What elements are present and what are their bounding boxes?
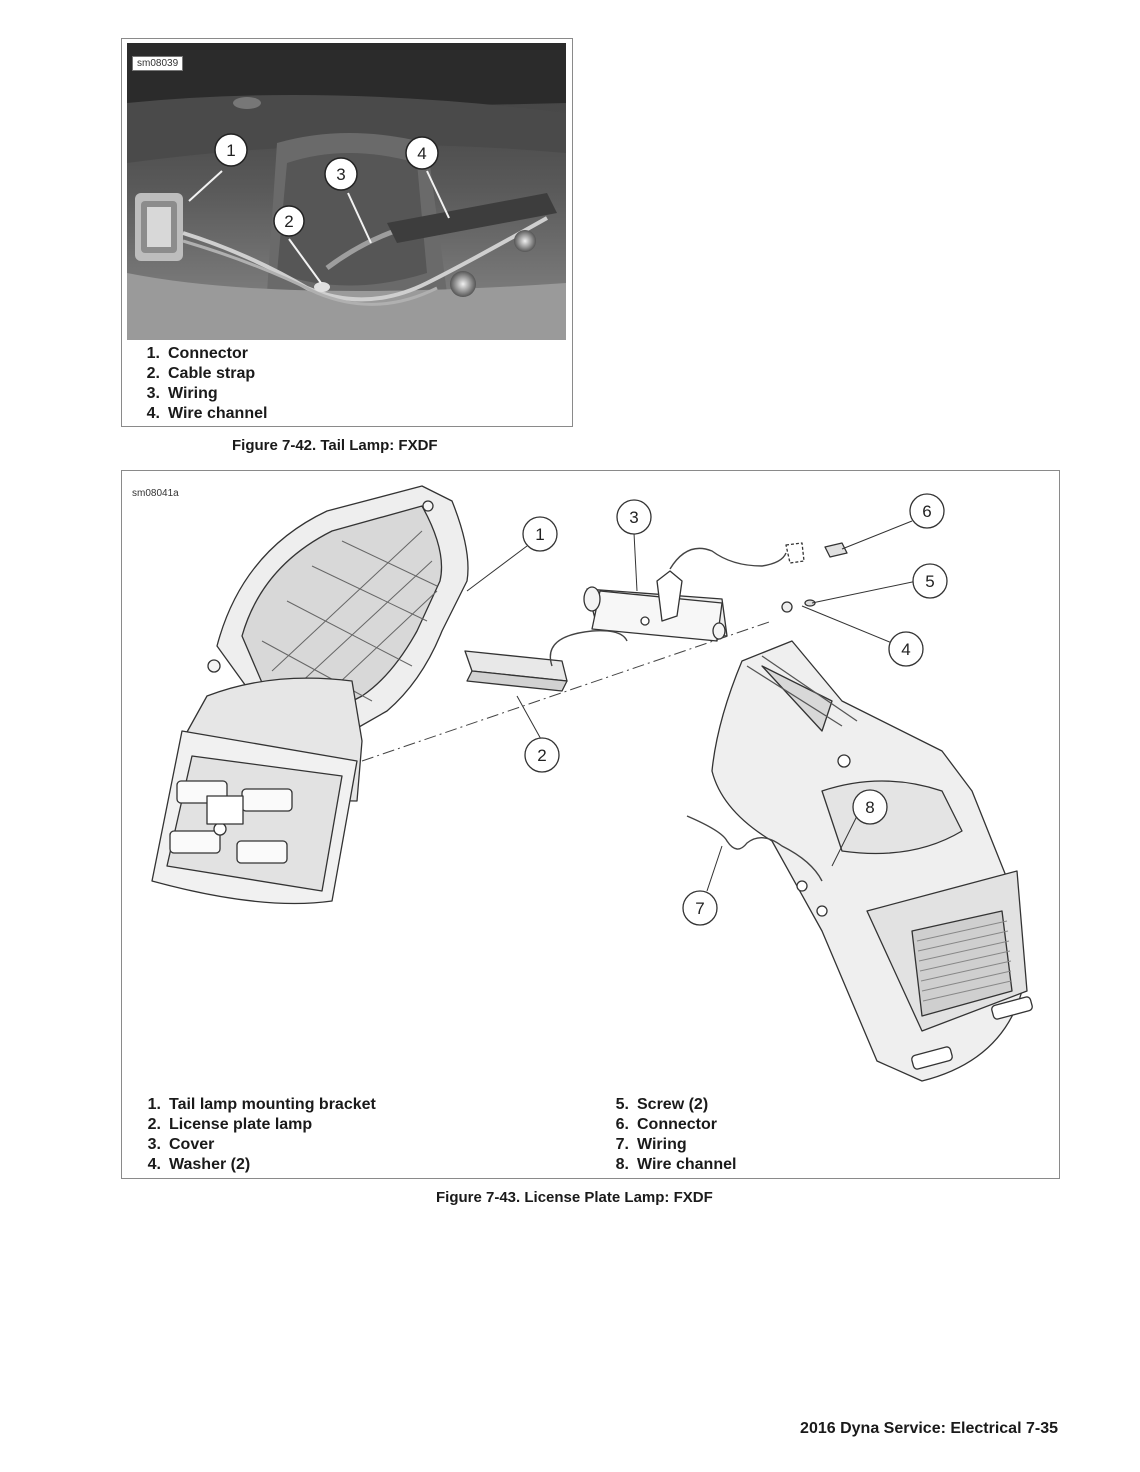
figure-7-42-legend: 1.Connector 2.Cable strap 3.Wiring 4.Wir… [134,344,268,424]
callout-7: 7 [695,899,704,918]
tail-lamp-photo: 1 2 3 4 [127,43,566,340]
callout-2: 2 [273,205,305,237]
image-tag: sm08039 [132,56,184,71]
legend-item: 8.Wire channel [615,1156,737,1173]
figure-7-43-caption: Figure 7-43. License Plate Lamp: FXDF [436,1189,713,1206]
callout-5: 5 [925,572,934,591]
callout-8: 8 [865,798,874,817]
svg-text:4: 4 [417,144,426,163]
svg-text:1: 1 [226,141,235,160]
figure-7-42-box: 1 2 3 4 sm08039 1.Connector 2.Cable stra… [121,38,573,427]
legend-item: 3.Wiring [146,385,218,402]
legend-item: 4.Washer (2) [147,1156,251,1173]
license-plate-lamp-drawing: 1 2 3 4 5 6 7 8 [151,485,1033,1082]
page-footer: 2016 Dyna Service: Electrical 7-35 [800,1420,1058,1437]
callout-1: 1 [214,133,248,167]
legend-item: 7.Wiring [615,1136,687,1153]
svg-text:2: 2 [284,212,293,231]
legend-item: 1.Connector [146,345,248,362]
callout-3: 3 [629,508,638,527]
legend-item: 2.Cable strap [146,365,256,382]
figure-7-42-caption: Figure 7-42. Tail Lamp: FXDF [232,437,438,454]
svg-text:3: 3 [336,165,345,184]
legend-item: 6.Connector [615,1116,717,1133]
figure-7-43-legend-right: 5.Screw (2) 6.Connector 7.Wiring 8.Wire … [603,1095,737,1175]
callout-4: 4 [405,136,439,170]
legend-item: 4.Wire channel [146,405,268,422]
legend-item: 3.Cover [147,1136,215,1153]
figure-7-43-box: sm08041a [121,470,1060,1179]
legend-item: 5.Screw (2) [615,1096,709,1113]
figure-7-43-legend-left: 1.Tail lamp mounting bracket 2.License p… [135,1095,376,1175]
callout-3: 3 [324,157,358,191]
legend-item: 1.Tail lamp mounting bracket [147,1096,376,1113]
callout-2: 2 [537,746,546,765]
callout-1: 1 [535,525,544,544]
callout-4: 4 [901,640,910,659]
legend-item: 2.License plate lamp [147,1116,313,1133]
callout-6: 6 [922,502,931,521]
image-tag: sm08041a [132,488,179,499]
